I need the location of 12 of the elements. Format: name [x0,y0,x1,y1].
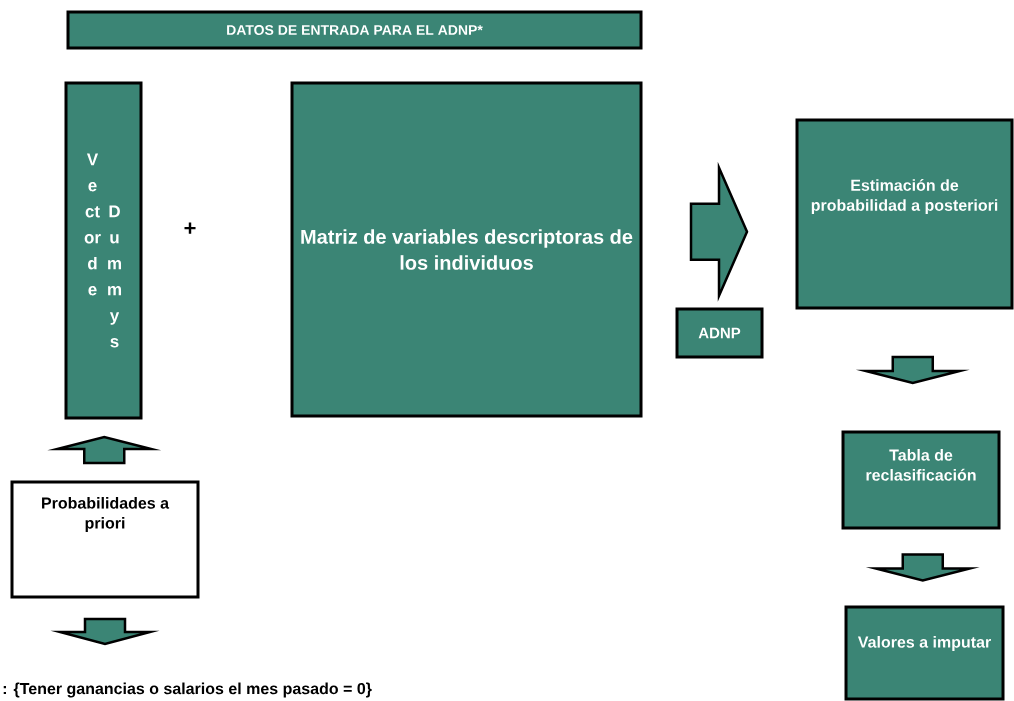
plus-sign: + [184,222,196,234]
process-box: Matriz de variables descriptoras de los individuos [290,81,643,418]
block-arrow [689,161,749,302]
header-box: DATOS DE ENTRADA PARA EL ADNP* [66,10,643,50]
process-box: ADNP [675,307,764,359]
process-box: Estimación de probabilidad a posteriori [795,118,1014,310]
process-box: Tabla de reclasificación [841,430,1001,530]
block-arrow [50,617,160,646]
note-text: : {Tener ganancias o salarios el mes pasado = 0} [3,682,372,698]
process-box: Valores a imputar [844,605,1005,701]
vertical-box: Vector de Dummys [64,81,143,420]
process-box: Probabilidades a priori [10,480,200,599]
